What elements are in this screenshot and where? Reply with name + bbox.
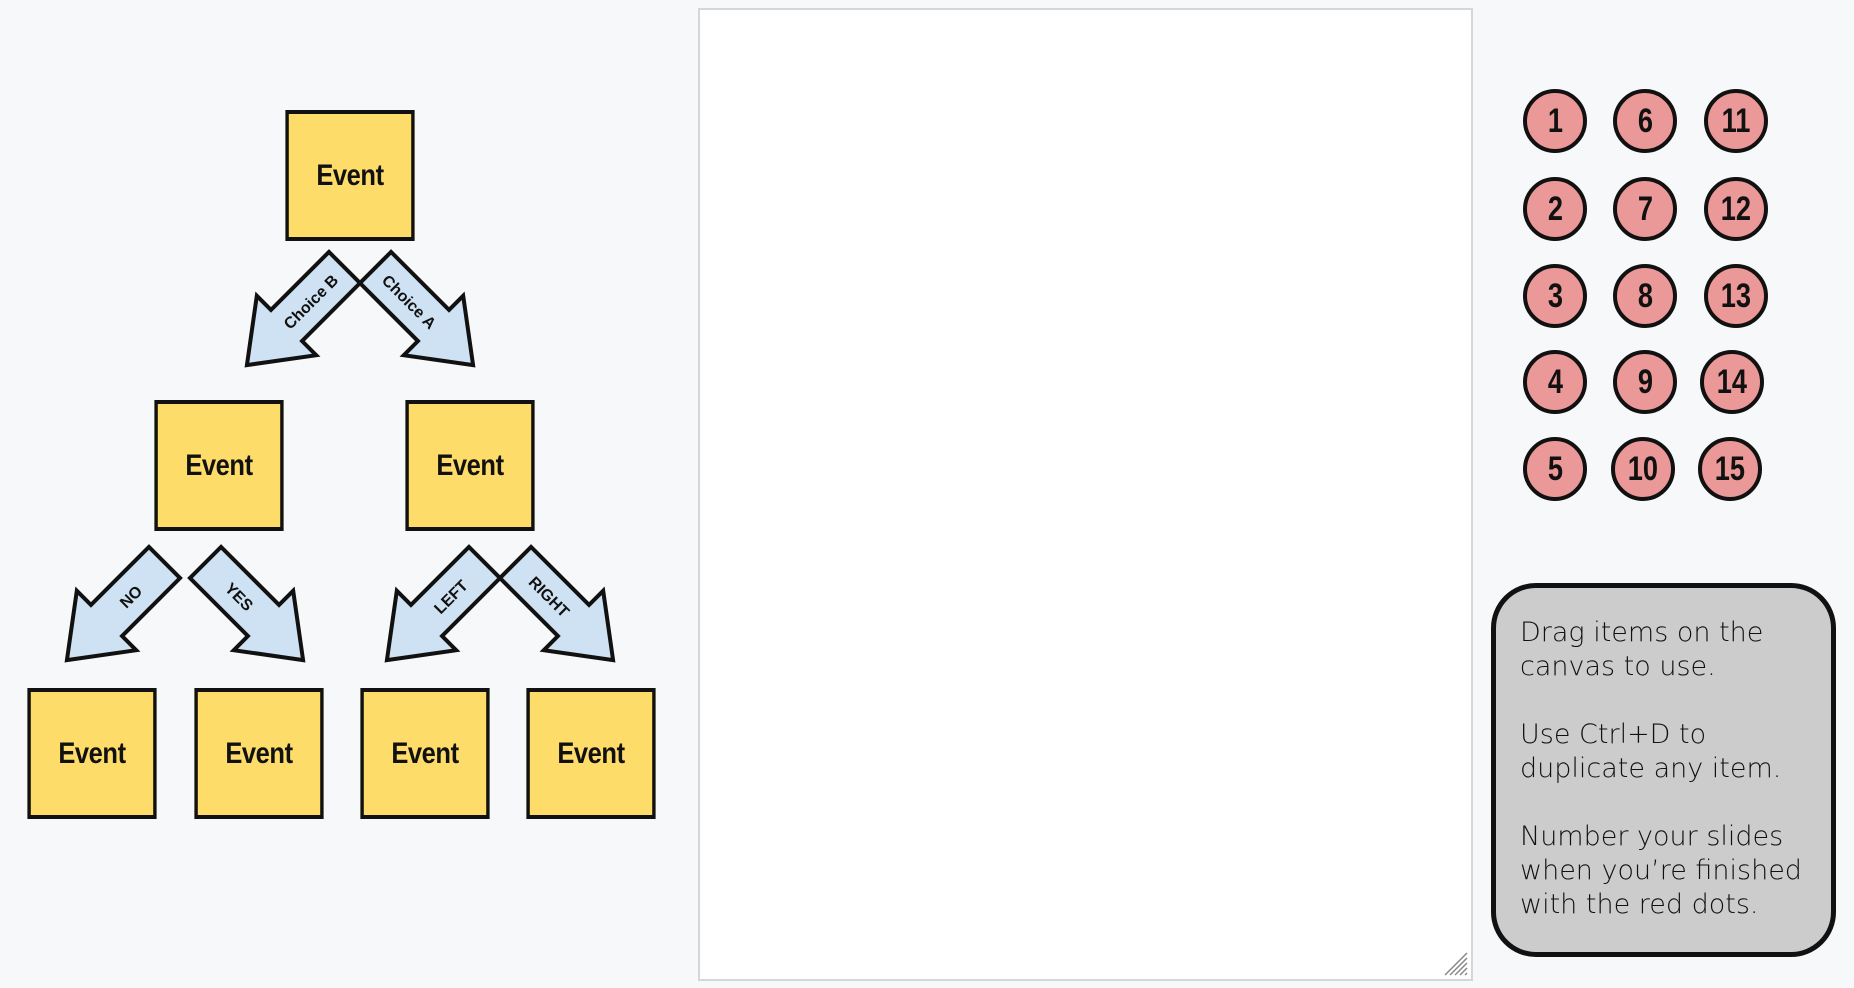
- number-dot-9[interactable]: 9: [1613, 350, 1677, 414]
- instructions-note[interactable]: Drag items on the canvas to use. Use Ctr…: [1491, 583, 1836, 957]
- number-dot-6[interactable]: 6: [1613, 89, 1677, 153]
- number-dot-2[interactable]: 2: [1523, 177, 1587, 241]
- event-box-top[interactable]: Event: [285, 110, 415, 241]
- arrow-choice-b[interactable]: Choice B: [230, 245, 363, 390]
- number-dot-11[interactable]: 11: [1704, 89, 1768, 153]
- event-box-bottom-1[interactable]: Event: [27, 688, 157, 819]
- resize-grip-icon[interactable]: [1441, 949, 1469, 977]
- arrow-no[interactable]: NO: [50, 540, 183, 685]
- number-dot-7[interactable]: 7: [1613, 177, 1677, 241]
- number-dot-4[interactable]: 4: [1523, 350, 1587, 414]
- arrow-yes[interactable]: YES: [187, 540, 320, 685]
- number-dot-14[interactable]: 14: [1700, 350, 1764, 414]
- event-box-bottom-4[interactable]: Event: [526, 688, 656, 819]
- drawing-canvas[interactable]: [698, 8, 1473, 981]
- event-box-bottom-3[interactable]: Event: [360, 688, 490, 819]
- number-dot-15[interactable]: 15: [1698, 437, 1762, 501]
- arrow-choice-a[interactable]: Choice A: [357, 245, 490, 390]
- number-dot-12[interactable]: 12: [1704, 177, 1768, 241]
- instruction-drag: Drag items on the canvas to use.: [1520, 617, 1764, 682]
- event-box-bottom-2[interactable]: Event: [194, 688, 324, 819]
- number-dot-13[interactable]: 13: [1704, 264, 1768, 328]
- event-box-left[interactable]: Event: [154, 400, 284, 531]
- number-dot-8[interactable]: 8: [1613, 264, 1677, 328]
- number-dot-10[interactable]: 10: [1611, 437, 1675, 501]
- number-dot-1[interactable]: 1: [1523, 89, 1587, 153]
- instruction-number: Number your slides when you’re finished …: [1520, 821, 1802, 920]
- event-box-right[interactable]: Event: [405, 400, 535, 531]
- arrow-right[interactable]: RIGHT: [497, 540, 630, 685]
- number-dot-5[interactable]: 5: [1523, 437, 1587, 501]
- arrow-left[interactable]: LEFT: [370, 540, 503, 685]
- instruction-duplicate: Use Ctrl+D to duplicate any item.: [1520, 719, 1782, 784]
- number-dot-3[interactable]: 3: [1523, 264, 1587, 328]
